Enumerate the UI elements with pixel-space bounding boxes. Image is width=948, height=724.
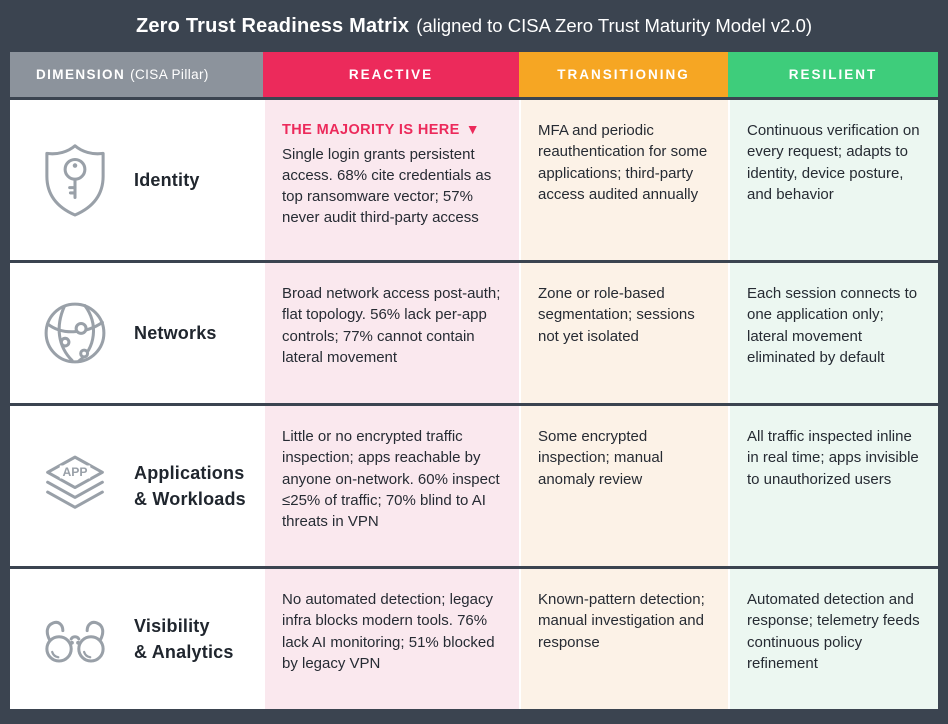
dimension-cell-visibility: Visibility & Analytics — [10, 569, 263, 709]
svg-text:APP: APP — [63, 465, 88, 479]
dimension-label-line1: Identity — [134, 169, 200, 190]
column-header-reactive: REACTIVE — [263, 52, 519, 97]
dimension-cell-networks: Networks — [10, 263, 263, 403]
cell-text: MFA and periodic reauthentication for so… — [538, 122, 708, 203]
cell-visibility-transitioning: Known-pattern detection; manual investig… — [519, 569, 728, 709]
dimension-label: Applications & Workloads — [134, 460, 246, 512]
dimension-header-label: DIMENSION — [36, 67, 126, 82]
dimension-label-line1: Visibility — [134, 615, 210, 636]
table-row-identity: Identity THE MAJORITY IS HERE ▼ Single lo… — [10, 100, 938, 260]
dimension-cell-identity: Identity — [10, 100, 263, 260]
cell-text: Zone or role-based segmentation; session… — [538, 285, 695, 345]
cell-text: No automated detection; legacy infra blo… — [282, 591, 495, 672]
dimension-label-line2: & Analytics — [134, 642, 234, 662]
page-subtitle: (aligned to CISA Zero Trust Maturity Mod… — [416, 15, 813, 36]
binoculars-icon — [36, 600, 114, 678]
cell-networks-reactive: Broad network access post-auth; flat top… — [263, 263, 519, 403]
cell-networks-transitioning: Zone or role-based segmentation; session… — [519, 263, 728, 403]
cell-applications-reactive: Little or no encrypted traffic inspectio… — [263, 406, 519, 566]
cell-text: Single login grants persistent access. 6… — [282, 145, 492, 227]
shield-key-icon — [36, 141, 114, 219]
cell-text: Continuous verification on every request… — [747, 122, 920, 203]
app-layers-icon: APP — [36, 447, 114, 525]
cell-text: All traffic inspected inline in real tim… — [747, 428, 919, 488]
cell-identity-reactive: THE MAJORITY IS HERE ▼ Single login grant… — [263, 100, 519, 260]
globe-network-icon — [36, 294, 114, 372]
dimension-cell-applications: APP Applications & Workloads — [10, 406, 263, 566]
table-row-applications: APP Applications & Workloads Little or n… — [10, 406, 938, 566]
cell-visibility-reactive: No automated detection; legacy infra blo… — [263, 569, 519, 709]
readiness-matrix-table: DIMENSION (CISA Pillar) REACTIVE TRANSIT… — [10, 52, 938, 709]
cell-applications-transitioning: Some encrypted inspection; manual anomal… — [519, 406, 728, 566]
cell-networks-resilient: Each session connects to one application… — [728, 263, 938, 403]
table-row-visibility: Visibility & Analytics No automated dete… — [10, 569, 938, 709]
majority-callout: THE MAJORITY IS HERE ▼ — [282, 120, 502, 141]
cell-text: Some encrypted inspection; manual anomal… — [538, 428, 664, 488]
cell-visibility-resilient: Automated detection and response; teleme… — [728, 569, 938, 709]
cell-text: Known-pattern detection; manual investig… — [538, 591, 705, 651]
column-header-transitioning: TRANSITIONING — [519, 52, 728, 97]
majority-callout-label: THE MAJORITY IS HERE — [282, 122, 460, 138]
dimension-label: Networks — [134, 320, 217, 346]
dimension-label-line1: Applications — [134, 462, 245, 483]
title-bar: Zero Trust Readiness Matrix (aligned to … — [0, 0, 948, 52]
column-header-row: DIMENSION (CISA Pillar) REACTIVE TRANSIT… — [10, 52, 938, 97]
cell-identity-resilient: Continuous verification on every request… — [728, 100, 938, 260]
cell-applications-resilient: All traffic inspected inline in real tim… — [728, 406, 938, 566]
dimension-label: Identity — [134, 167, 200, 193]
page-title: Zero Trust Readiness Matrix — [135, 14, 410, 37]
table-row-networks: Networks Broad network access post-auth;… — [10, 263, 938, 403]
column-header-resilient: RESILIENT — [728, 52, 938, 97]
dimension-label: Visibility & Analytics — [134, 613, 234, 665]
column-header-dimension: DIMENSION (CISA Pillar) — [10, 52, 263, 97]
dimension-header-sublabel: (CISA Pillar) — [130, 67, 209, 82]
cell-text: Broad network access post-auth; flat top… — [282, 285, 501, 366]
cell-text: Each session connects to one application… — [747, 285, 918, 366]
dimension-label-line2: & Workloads — [134, 489, 246, 509]
cell-identity-transitioning: MFA and periodic reauthentication for so… — [519, 100, 728, 260]
triangle-down-icon: ▼ — [465, 121, 480, 137]
cell-text: Automated detection and response; teleme… — [747, 591, 920, 672]
cell-text: Little or no encrypted traffic inspectio… — [282, 428, 500, 531]
dimension-label-line1: Networks — [134, 322, 217, 343]
